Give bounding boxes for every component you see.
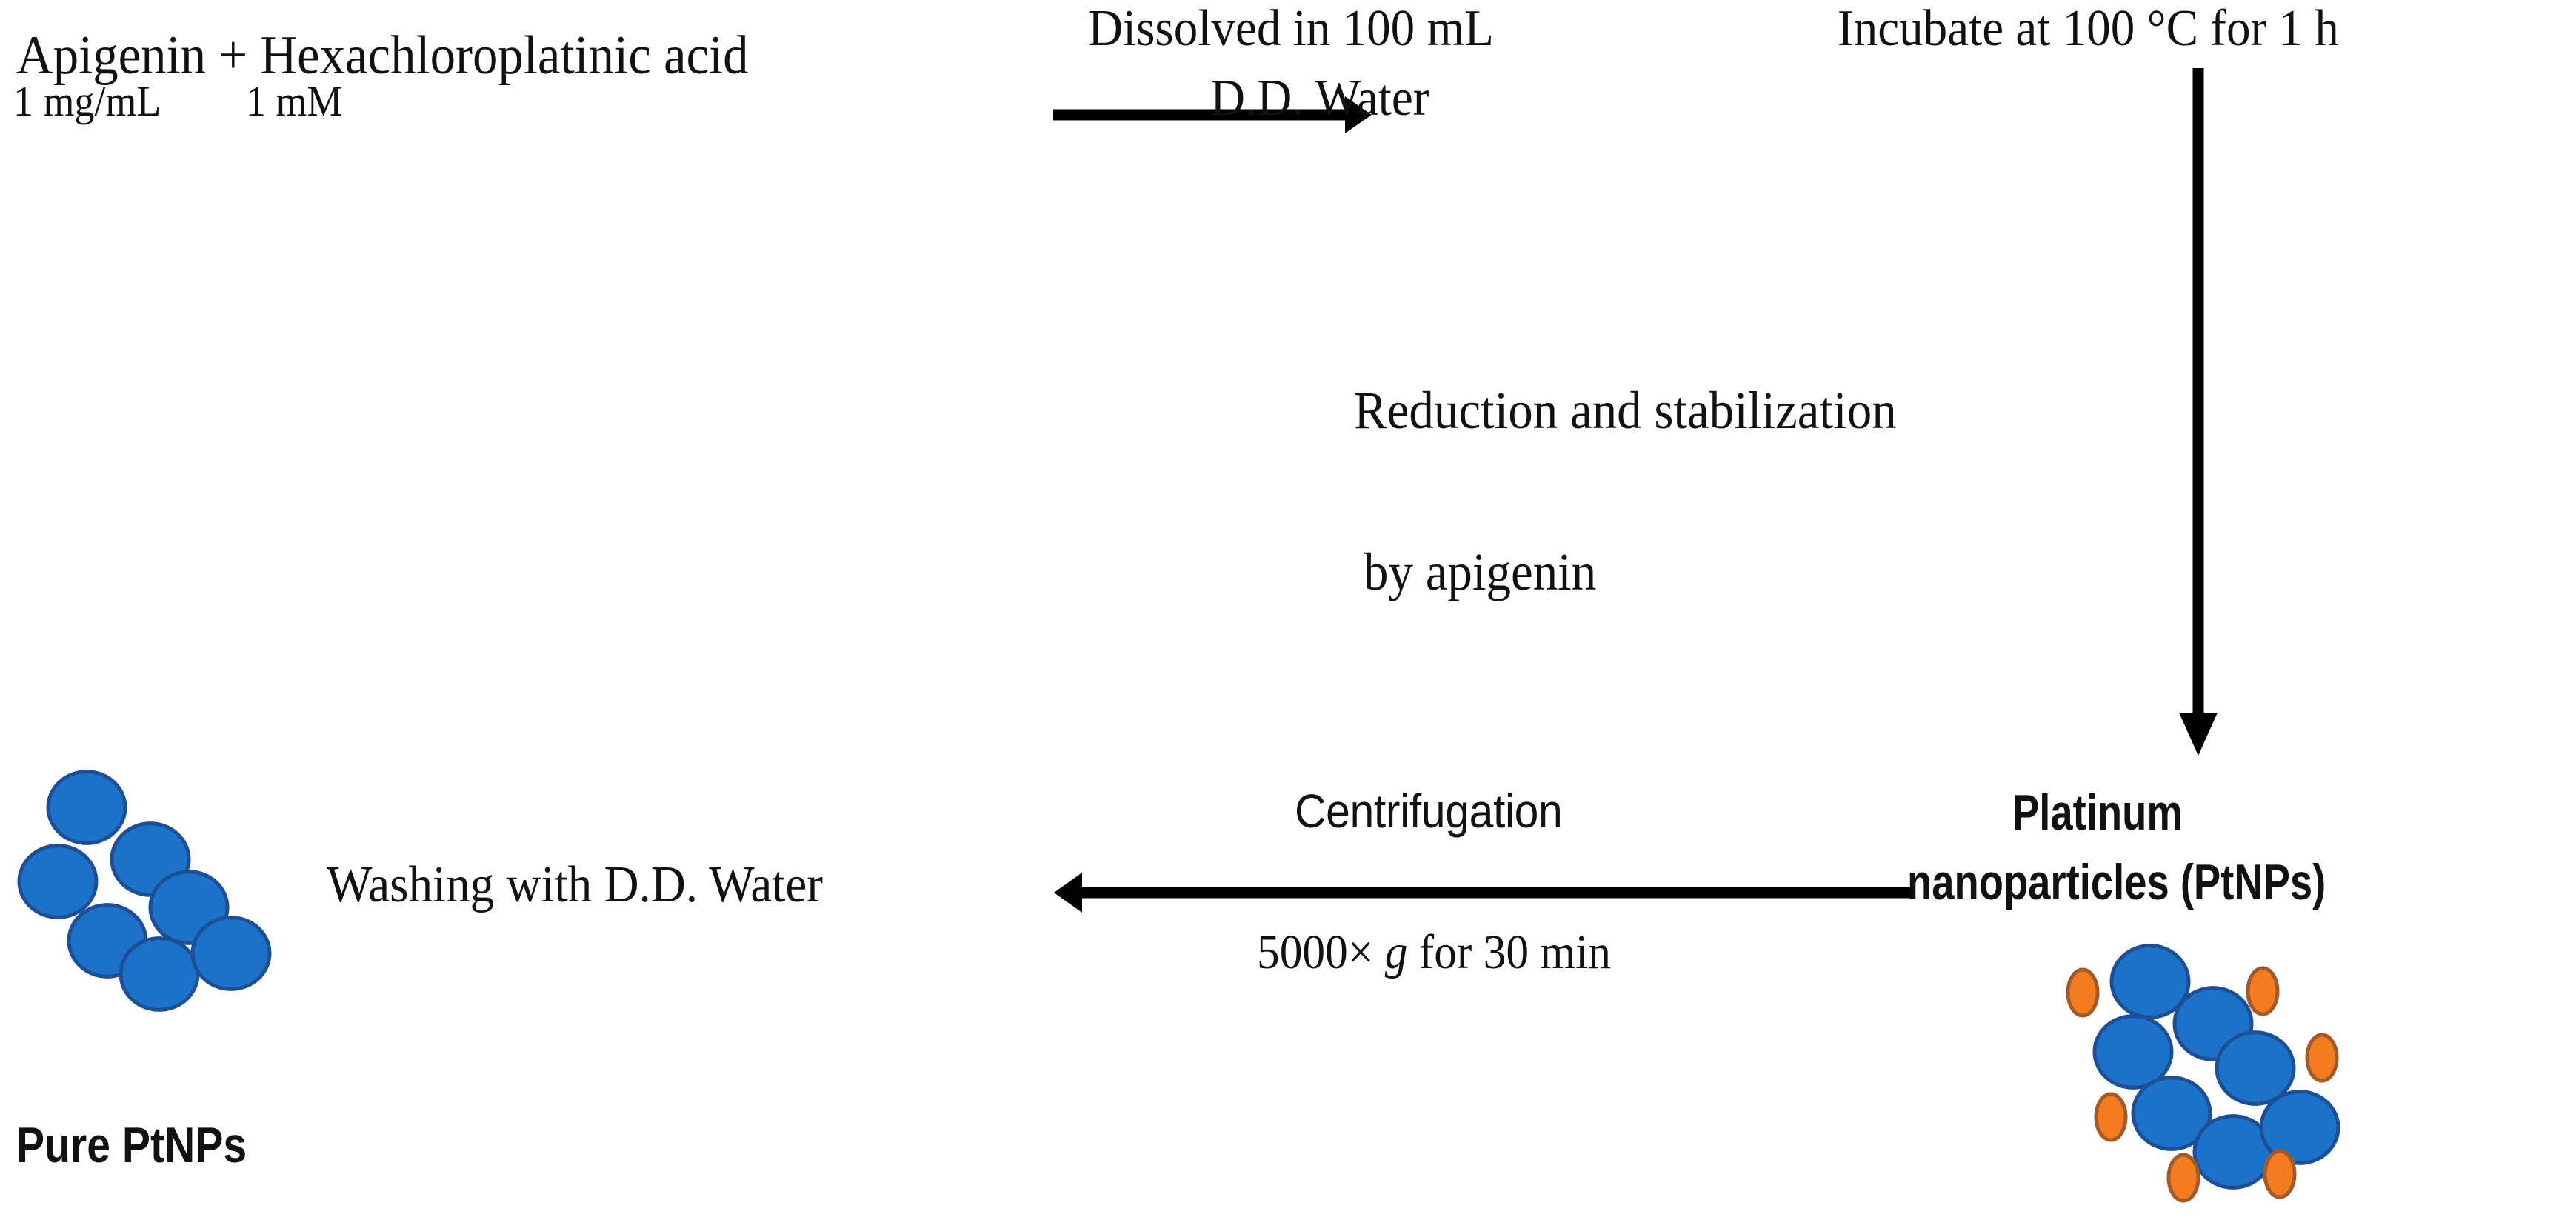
platinum-nanoparticle [2092,1014,2174,1090]
centrifugation-duration: for 30 min [1407,925,1611,979]
arrow-down-incubation [2179,68,2218,756]
apigenin-molecule [2305,1033,2339,1083]
apigenin-molecule [2066,967,2100,1018]
arrow-right-dissolution [1053,96,1372,133]
platinum-nanoparticle [2259,1090,2340,1165]
platinum-nanoparticle [2109,944,2191,1019]
dissolution-label-bottom: D.D. Water [1210,70,1429,127]
ptnps-apigenin-cluster-icon [2066,944,2340,1203]
arrow-left-centrifugation [1054,873,1911,913]
apigenin-molecule [2166,1153,2200,1203]
apigenin-molecule [2246,966,2280,1016]
centrifugation-speed: 5000× [1257,925,1385,979]
dissolution-label-top: Dissolved in 100 mL [1088,0,1494,57]
incubation-label: Incubate at 100 °C for 1 h [1838,0,2339,57]
reduction-label-line1: Reduction and stabilization [1354,381,1897,440]
product-label-line2: nanoparticles (PtNPs) [1907,854,2326,910]
apigenin-concentration-label: 1 mg/mL [13,77,161,125]
centrifugation-g-symbol: g [1384,925,1408,979]
pure-ptnps-cluster-icon [17,770,272,1012]
final-product-label: Pure PtNPs [16,1117,247,1173]
platinum-nanoparticle [190,916,272,991]
centrifugation-label-top: Centrifugation [1295,784,1563,838]
platinum-nanoparticle [17,844,99,919]
platinum-nanoparticle [2131,1076,2212,1151]
reactants-label: Apigenin + Hexachloroplatinic acid [16,25,749,86]
apigenin-molecule [2094,1092,2128,1142]
centrifugation-label-bottom: 5000× g for 30 min [1257,928,1611,977]
platinum-nanoparticle [119,936,200,1012]
apigenin-molecule [2263,1149,2297,1199]
platinum-nanoparticle [46,770,127,845]
platinum-nanoparticle [2215,1030,2296,1106]
product-label-line1: Platinum [2012,784,2183,841]
reduction-label-line2: by apigenin [1364,542,1597,601]
hexachloroplatinic-acid-concentration-label: 1 mM [246,77,343,125]
washing-label: Washing with D.D. Water [327,856,823,913]
